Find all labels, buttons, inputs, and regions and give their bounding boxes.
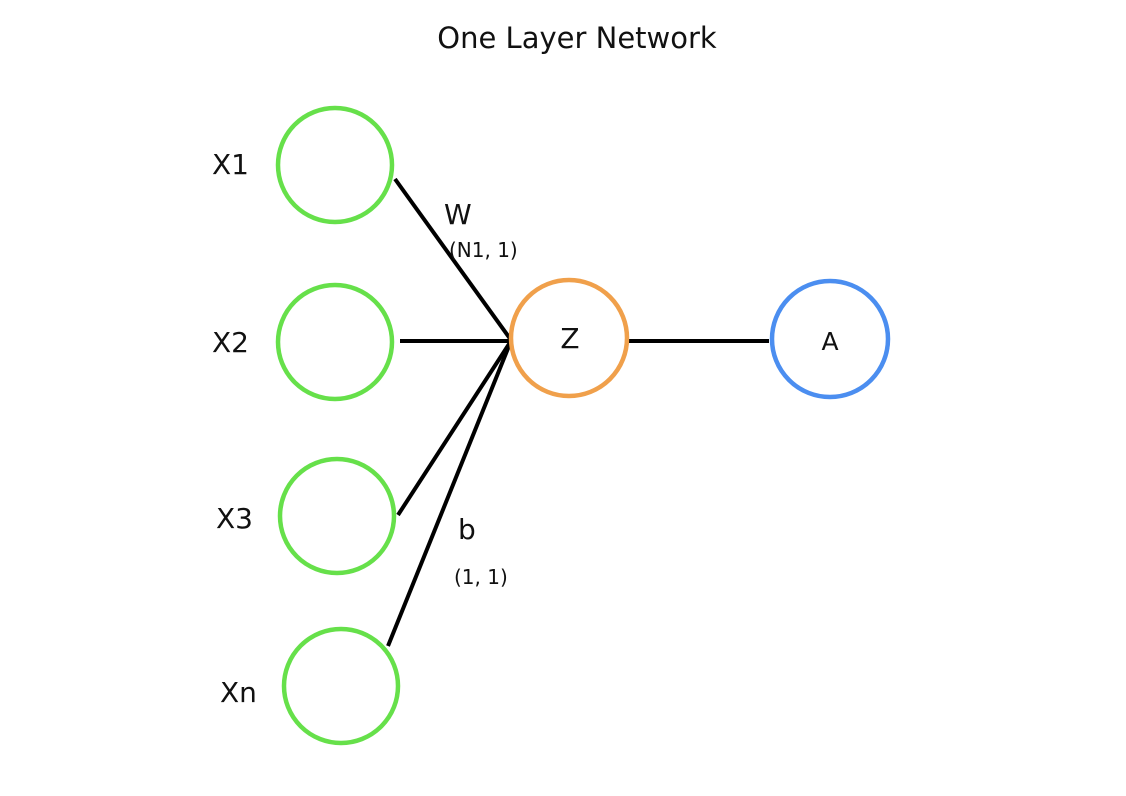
activation-node: A bbox=[769, 278, 891, 400]
input-label-x3: X3 bbox=[216, 502, 253, 535]
parameter-labels: W (N1, 1) b (1, 1) bbox=[444, 198, 518, 589]
input-node-x3 bbox=[277, 456, 397, 576]
input-node-xn bbox=[281, 626, 401, 746]
bias-shape-label: (1, 1) bbox=[454, 565, 508, 589]
edges bbox=[386, 177, 769, 647]
input-label-xn: Xn bbox=[220, 676, 257, 709]
input-node-x2 bbox=[275, 282, 395, 402]
edge-xn-to-z bbox=[386, 340, 513, 647]
diagram-title: One Layer Network bbox=[437, 21, 717, 55]
z-node bbox=[508, 277, 630, 399]
bias-label: b bbox=[458, 513, 476, 546]
a-node-label: A bbox=[821, 327, 838, 356]
input-layer: X1 X2 X3 Xn bbox=[212, 105, 401, 746]
weights-label: W bbox=[444, 198, 472, 231]
input-label-x2: X2 bbox=[212, 326, 249, 359]
linear-node: Z bbox=[508, 277, 630, 399]
input-node-x1 bbox=[275, 105, 395, 225]
a-node bbox=[769, 278, 891, 400]
z-node-label: Z bbox=[560, 322, 579, 355]
input-label-x1: X1 bbox=[212, 148, 249, 181]
edge-x1-to-z bbox=[393, 177, 513, 342]
weights-shape-label: (N1, 1) bbox=[449, 238, 518, 262]
edge-x3-to-z bbox=[396, 339, 513, 517]
